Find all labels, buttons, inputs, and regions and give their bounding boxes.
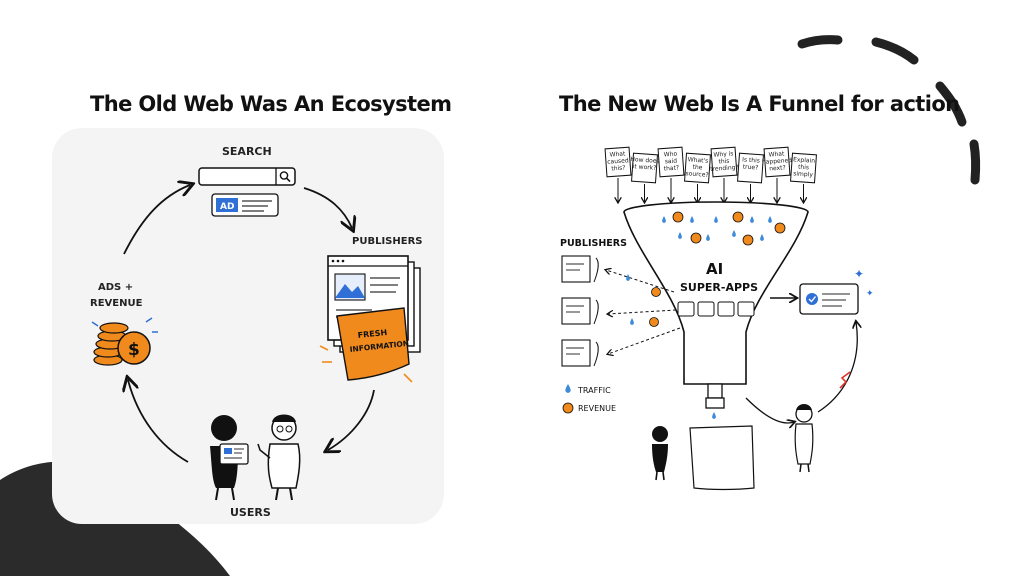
question-text: What's xyxy=(688,156,709,164)
ai-funnel: AI SUPER-APPS xyxy=(623,201,809,399)
arrow-users-to-ads xyxy=(128,380,189,463)
arrow-ads-to-search xyxy=(123,185,190,255)
fresh-label: FRESH xyxy=(357,328,387,340)
question-text: What xyxy=(768,150,785,158)
question-text: caused xyxy=(607,157,629,165)
search-bar xyxy=(198,167,296,186)
right-revenue-label: REVENUE xyxy=(578,404,616,413)
question-text: source? xyxy=(685,170,709,179)
traffic-drop-icon xyxy=(565,384,571,393)
question-text: Why is xyxy=(713,150,733,158)
right-publishers-label: PUBLISHERS xyxy=(560,238,627,249)
arrow-publishers-to-users xyxy=(328,389,375,450)
search-label: SEARCH xyxy=(222,145,272,158)
super-apps-label: SUPER-APPS xyxy=(680,281,758,294)
question-text: this xyxy=(718,158,729,166)
question-text: What xyxy=(609,150,626,158)
check-icon xyxy=(806,293,818,305)
ai-label: AI xyxy=(706,260,723,278)
right-users xyxy=(652,322,857,481)
arrow-search-to-publishers xyxy=(303,187,352,228)
question-text: trending? xyxy=(710,164,739,173)
dark-user-head xyxy=(211,415,237,441)
question-text: How does xyxy=(630,156,660,165)
question-text: true? xyxy=(743,163,759,171)
question-text: next? xyxy=(769,164,786,172)
old-web-ecosystem-diagram: SEARCH AD PUBLISHERS xyxy=(52,128,444,524)
starving-publishers xyxy=(561,255,681,367)
question-text: the xyxy=(692,164,703,172)
answer-result-card: ✦ ✦ xyxy=(799,267,874,315)
old-web-title: The Old Web Was An Ecosystem xyxy=(90,92,452,116)
search-icon xyxy=(279,171,291,183)
tap-output xyxy=(689,397,755,491)
question-text: Who xyxy=(664,151,678,159)
dashed-arc-decoration xyxy=(797,35,981,185)
revenue-label: REVENUE xyxy=(90,298,143,309)
coins-revenue-icon: $ xyxy=(91,317,158,366)
question-text: said xyxy=(665,158,678,166)
empty-paper xyxy=(689,425,755,491)
fresh-information-note: FRESH INFORMATION xyxy=(319,307,413,383)
svg-text:✦: ✦ xyxy=(866,289,874,299)
question-text: Explain xyxy=(793,156,816,165)
legend: TRAFFIC REVENUE xyxy=(562,384,616,414)
ads-label: ADS + xyxy=(98,282,133,293)
traffic-label: TRAFFIC xyxy=(577,386,611,395)
users-illustration xyxy=(210,414,301,501)
users-label: USERS xyxy=(230,506,271,519)
ad-result-card: AD xyxy=(211,193,279,217)
sparkle-icon: ✦ xyxy=(854,267,864,281)
question-text: this? xyxy=(611,164,626,172)
revenue-coin-icon xyxy=(562,402,574,414)
ad-label: AD xyxy=(220,202,234,212)
app-tiles xyxy=(677,301,755,317)
question-text: simply xyxy=(793,170,814,178)
question-text: Is this xyxy=(742,156,760,164)
broken-link-icon xyxy=(839,371,851,389)
question-text: happened xyxy=(762,157,793,166)
question-text: it work? xyxy=(632,163,656,172)
svg-text:$: $ xyxy=(128,340,140,360)
publishers-label: PUBLISHERS xyxy=(352,236,422,247)
question-text: that? xyxy=(664,164,680,172)
question-text: this xyxy=(798,164,809,172)
new-web-title: The New Web Is A Funnel for action xyxy=(559,92,960,116)
